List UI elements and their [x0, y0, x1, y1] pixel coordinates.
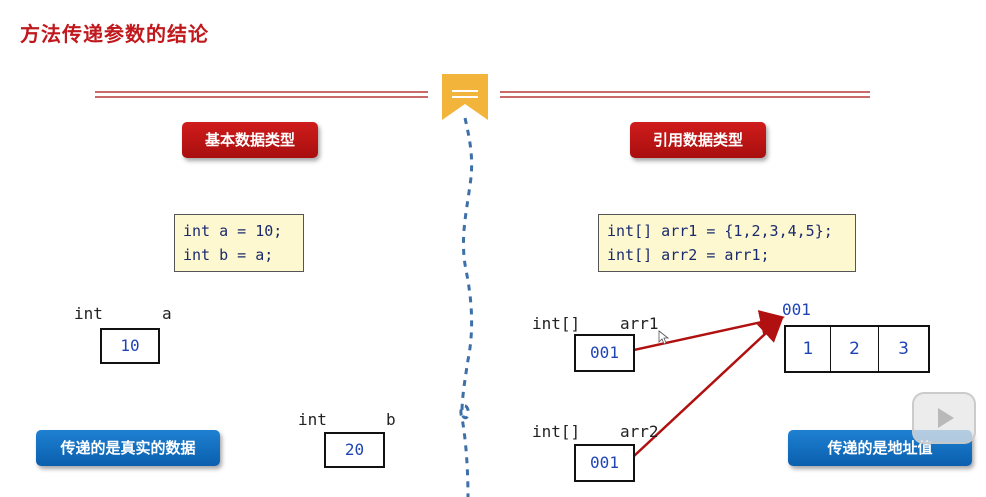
var-b-name: b	[386, 410, 396, 429]
page-title: 方法传递参数的结论	[20, 22, 209, 46]
dashed-divider	[459, 117, 474, 497]
heap-array: 1 2 3	[784, 325, 930, 373]
var-b-box: 20	[324, 432, 385, 468]
arr2-type: int[]	[532, 422, 581, 441]
heap-cell: 3	[898, 339, 909, 359]
var-b-type: int	[298, 410, 327, 429]
arr2-box: 001	[574, 444, 635, 482]
divider-right-bottom	[500, 96, 870, 98]
divider-left-top	[95, 91, 428, 93]
divider-right-top	[500, 91, 870, 93]
arr1-name: arr1	[620, 314, 659, 333]
reference-code-line-2: int[] arr2 = arr1;	[607, 246, 770, 264]
play-button[interactable]	[912, 392, 976, 444]
primitive-code-block: int a = 10; int b = a;	[174, 214, 304, 272]
heap-cell: 2	[831, 327, 879, 371]
cursor-icon	[658, 330, 670, 345]
primitive-type-badge: 基本数据类型	[182, 122, 318, 158]
var-a-type: int	[74, 304, 103, 323]
heap-cell: 1	[786, 327, 831, 371]
var-a-box: 10	[100, 328, 160, 364]
primitive-code-line-1: int a = 10;	[183, 222, 283, 240]
arr1-box: 001	[574, 334, 635, 372]
reference-code-line-1: int[] arr1 = {1,2,3,4,5};	[607, 222, 833, 240]
reference-type-badge: 引用数据类型	[630, 122, 766, 158]
var-a-name: a	[162, 304, 172, 323]
arrow-arr1-to-heap	[633, 310, 785, 352]
primitive-conclusion-badge: 传递的是真实的数据	[36, 430, 220, 466]
reference-code-block: int[] arr1 = {1,2,3,4,5}; int[] arr2 = ar…	[598, 214, 856, 272]
heap-address-label: 001	[782, 300, 811, 319]
primitive-code-line-2: int b = a;	[183, 246, 274, 264]
arrow-arr2-to-heap	[633, 316, 784, 457]
arr2-name: arr2	[620, 422, 659, 441]
arr1-type: int[]	[532, 314, 581, 333]
divider-left-bottom	[95, 96, 428, 98]
play-icon	[938, 408, 954, 428]
